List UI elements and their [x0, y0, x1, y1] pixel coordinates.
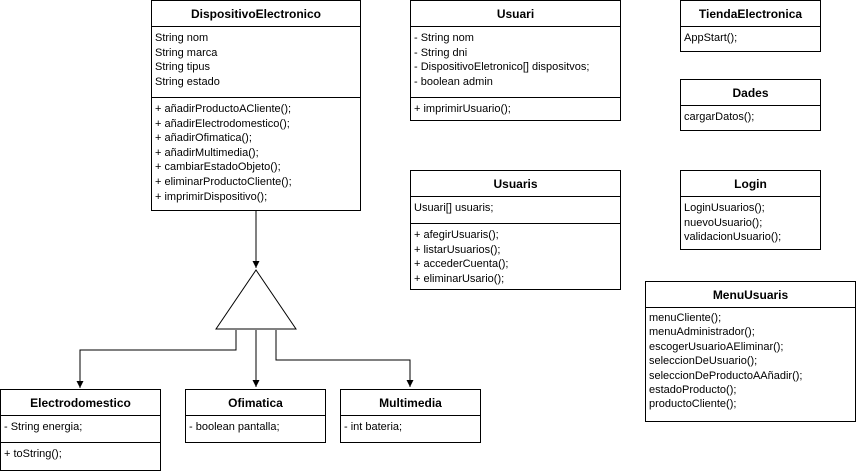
- attribute: Usuari[] usuaris;: [414, 202, 494, 214]
- class-name: Dades: [681, 80, 820, 106]
- class-tienda-electronica[interactable]: TiendaElectronica AppStart();: [680, 0, 821, 52]
- method: + afegirUsuaris();: [414, 229, 499, 241]
- attribute: String marca: [155, 46, 218, 59]
- methods-section: + afegirUsuaris(); + listarUsuarios(); +…: [411, 223, 620, 290]
- connector-to-electrodomestico: [76, 330, 237, 388]
- method: + añadirOfimatica();: [155, 132, 252, 145]
- class-name: Usuaris: [411, 171, 620, 197]
- connector-to-multimedia: [275, 330, 414, 387]
- class-dispositivo-electronico[interactable]: DispositivoElectronico String nom String…: [151, 0, 361, 211]
- class-name: Ofimatica: [186, 390, 325, 416]
- method: escogerUsuarioAEliminar();: [649, 340, 784, 353]
- method: + añadirMultimedia();: [155, 146, 259, 159]
- method: seleccionDeProductoAAñadir();: [649, 369, 803, 382]
- attribute: - boolean pantalla;: [189, 421, 280, 433]
- attribute: String nom: [155, 32, 209, 44]
- method: validacionUsuario();: [684, 231, 782, 244]
- attribute: - boolean admin: [414, 75, 493, 88]
- class-name: TiendaElectronica: [681, 1, 820, 27]
- method: + eliminarUsario();: [414, 272, 505, 285]
- class-usuaris[interactable]: Usuaris Usuari[] usuaris; + afegirUsuari…: [410, 170, 621, 290]
- class-name: Electrodomestico: [1, 390, 160, 416]
- methods-section: + imprimirUsuario();: [411, 97, 620, 121]
- method: estadoProducto();: [649, 384, 737, 397]
- attribute: - String dni: [414, 46, 468, 59]
- method: seleccionDeUsuario();: [649, 355, 758, 368]
- attributes-section: - String energia;: [1, 416, 160, 442]
- attributes-section: - int bateria;: [341, 416, 480, 439]
- class-ofimatica[interactable]: Ofimatica - boolean pantalla;: [185, 389, 326, 443]
- attribute: String tipus: [155, 61, 211, 74]
- method: + añadirProductoACliente();: [155, 103, 292, 115]
- attribute: - String energia;: [4, 421, 83, 433]
- method: menuCliente();: [649, 312, 722, 324]
- methods-section: cargarDatos();: [681, 106, 820, 129]
- attributes-section: - String nom - String dni - DispositivoE…: [411, 27, 620, 97]
- generalization-triangle: [215, 269, 297, 330]
- method: productoCliente();: [649, 398, 737, 411]
- method: + imprimirUsuario();: [414, 103, 511, 115]
- attributes-section: String nom String marca String tipus Str…: [152, 27, 360, 97]
- methods-section: AppStart();: [681, 27, 820, 50]
- methods-section: + toString();: [1, 442, 160, 466]
- method: LoginUsuarios();: [684, 202, 765, 214]
- attribute: - int bateria;: [344, 421, 403, 433]
- class-login[interactable]: Login LoginUsuarios(); nuevoUsuario(); v…: [680, 170, 821, 250]
- class-dades[interactable]: Dades cargarDatos();: [680, 79, 821, 131]
- class-name: Usuari: [411, 1, 620, 27]
- method: cargarDatos();: [684, 111, 755, 123]
- class-name: MenuUsuaris: [646, 282, 855, 308]
- methods-section: menuCliente(); menuAdministrador(); esco…: [646, 308, 855, 416]
- class-electrodomestico[interactable]: Electrodomestico - String energia; + toS…: [0, 389, 161, 471]
- method: + añadirElectrodomestico();: [155, 117, 290, 130]
- method: + cambiarEstadoObjeto();: [155, 161, 281, 174]
- method: + eliminarProductoCliente();: [155, 175, 292, 188]
- class-name: Login: [681, 171, 820, 197]
- attributes-section: Usuari[] usuaris;: [411, 197, 620, 223]
- attributes-section: - boolean pantalla;: [186, 416, 325, 439]
- attribute: String estado: [155, 75, 220, 88]
- class-multimedia[interactable]: Multimedia - int bateria;: [340, 389, 481, 443]
- method: + accederCuenta();: [414, 258, 509, 271]
- class-name: DispositivoElectronico: [152, 1, 360, 27]
- method: AppStart();: [684, 32, 738, 44]
- attribute: - String nom: [414, 32, 474, 44]
- class-name: Multimedia: [341, 390, 480, 416]
- method: + imprimirDispositivo();: [155, 190, 268, 203]
- methods-section: + añadirProductoACliente(); + añadirElec…: [152, 97, 360, 208]
- method: + listarUsuarios();: [414, 243, 501, 256]
- method: + toString();: [4, 448, 62, 460]
- methods-section: LoginUsuarios(); nuevoUsuario(); validac…: [681, 197, 820, 249]
- method: nuevoUsuario();: [684, 216, 763, 229]
- attribute: - DispositivoEletronico[] dispositvos;: [414, 61, 590, 74]
- class-usuari[interactable]: Usuari - String nom - String dni - Dispo…: [410, 0, 621, 121]
- class-menu-usuaris[interactable]: MenuUsuaris menuCliente(); menuAdministr…: [645, 281, 856, 422]
- method: menuAdministrador();: [649, 326, 755, 339]
